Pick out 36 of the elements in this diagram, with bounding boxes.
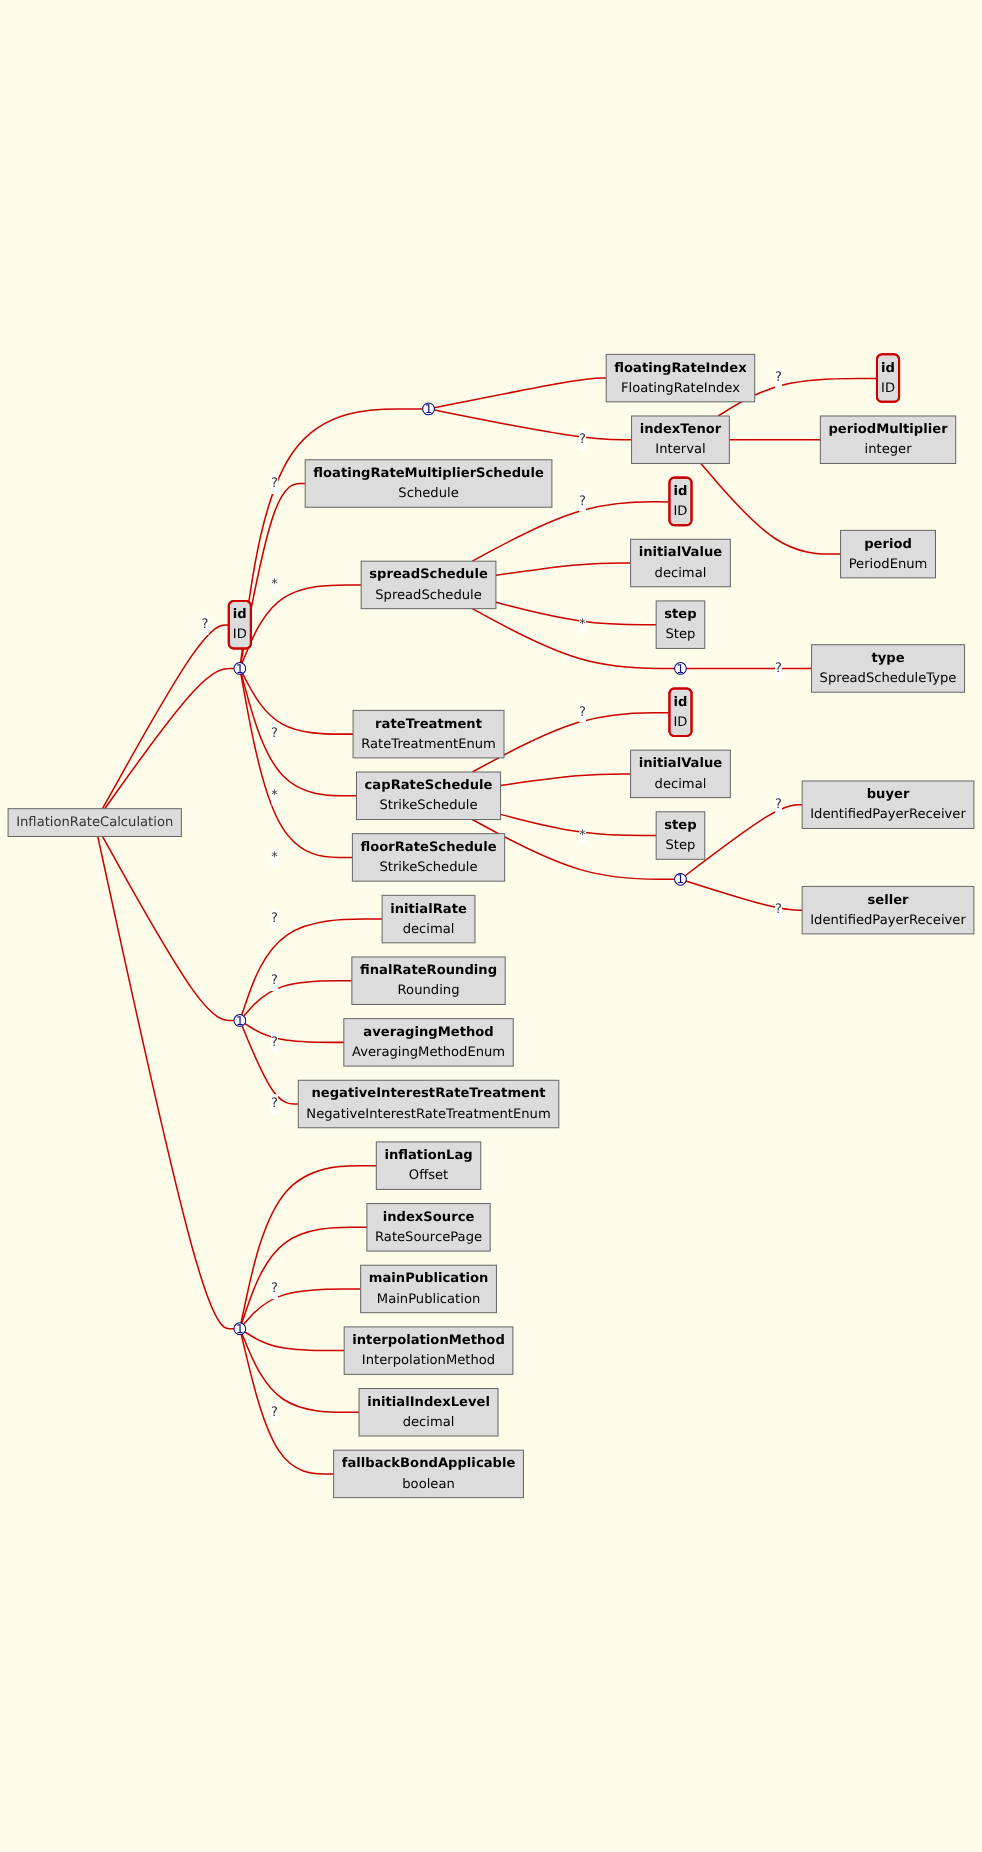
- connector: [242, 1288, 362, 1326]
- connector: [433, 409, 633, 441]
- connector: [240, 918, 383, 1016]
- connector: [241, 1025, 300, 1105]
- connector: [700, 462, 842, 555]
- connector: [241, 584, 362, 664]
- connector: [101, 624, 231, 810]
- connector: [239, 408, 424, 664]
- connector: [97, 835, 235, 1330]
- connector: [471, 607, 676, 670]
- connector: [241, 1333, 360, 1413]
- connector: [495, 562, 632, 577]
- connector: [684, 803, 803, 877]
- connector: [103, 667, 235, 810]
- connector: [240, 482, 306, 664]
- connector: [240, 1226, 368, 1324]
- connector: [242, 979, 353, 1017]
- connector: [685, 667, 813, 670]
- connector: [499, 813, 657, 837]
- connector: [240, 673, 354, 859]
- connector: [433, 377, 607, 409]
- connector: [240, 673, 358, 797]
- connector: [241, 672, 354, 735]
- connector: [101, 835, 235, 1022]
- connector: [471, 818, 676, 881]
- connector: [244, 1022, 345, 1044]
- connector: [717, 377, 879, 417]
- connector: [685, 880, 803, 911]
- connector: [471, 501, 671, 562]
- connector: [728, 439, 822, 441]
- connector: [240, 1164, 378, 1324]
- connector: [495, 601, 657, 626]
- connector: [244, 1331, 345, 1352]
- connector: [499, 773, 632, 787]
- connector: [240, 1333, 335, 1475]
- connector: [471, 711, 671, 773]
